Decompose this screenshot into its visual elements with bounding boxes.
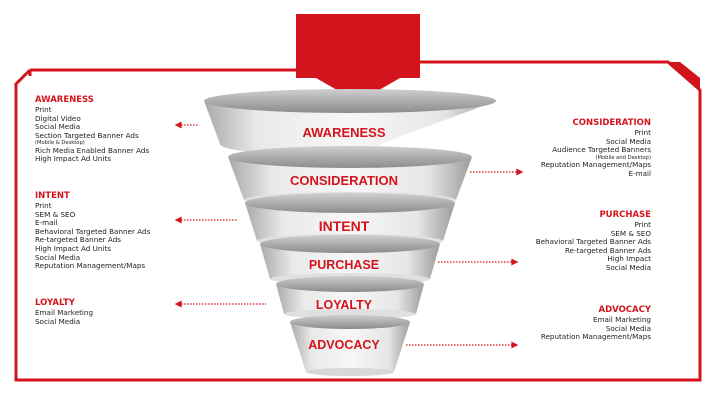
list-item: Social Media xyxy=(605,136,651,146)
list-item: Re-targeted Banner Ads xyxy=(35,235,122,245)
list-item: Digital Video xyxy=(35,113,81,123)
list-item: E-mail xyxy=(35,218,58,228)
list-item: Social Media xyxy=(35,316,81,326)
funnel-label-intent: INTENT xyxy=(319,218,370,234)
list-item: SEM & SEO xyxy=(35,209,76,219)
arrow-loyalty xyxy=(174,300,266,308)
list-item: Section Targeted Banner Ads xyxy=(35,130,139,140)
consideration-heading: CONSIDERATION xyxy=(572,118,652,128)
consideration-list: CONSIDERATION Print Social Media Audienc… xyxy=(541,118,651,178)
arrow-awareness xyxy=(174,121,198,129)
advocacy-heading: ADVOCACY xyxy=(598,305,652,315)
arrow-purchase xyxy=(438,258,519,266)
list-item: Print xyxy=(35,105,52,114)
list-item: Social Media xyxy=(35,252,81,262)
list-item: Rich Media Enabled Banner Ads xyxy=(35,145,150,155)
loyalty-list: LOYALTY Email Marketing Social Media xyxy=(35,298,93,326)
list-item: Reputation Management/Maps xyxy=(540,159,651,169)
arrow-consideration xyxy=(470,168,524,176)
list-item: (Mobile and Desktop) xyxy=(595,154,651,161)
list-item: Reputation Management/Maps xyxy=(35,261,146,271)
list-item: Print xyxy=(634,128,651,137)
list-item: Print xyxy=(634,220,651,229)
loyalty-heading: LOYALTY xyxy=(35,298,75,308)
arrow-advocacy xyxy=(406,341,519,349)
list-item: High Impact Ad Units xyxy=(35,243,111,253)
list-item: Behavioral Targeted Banner Ads xyxy=(535,237,651,247)
list-item: Reputation Management/Maps xyxy=(540,332,651,342)
funnel-label-loyalty: LOYALTY xyxy=(316,298,373,312)
frame-fold xyxy=(668,62,700,90)
list-item: Email Marketing xyxy=(35,308,94,317)
funnel-label-purchase: PURCHASE xyxy=(309,258,379,272)
funnel-tier-awareness xyxy=(204,89,496,154)
purchase-list: PURCHASE Print SEM & SEO Behavioral Targ… xyxy=(536,210,651,273)
list-item: Social Media xyxy=(605,323,651,333)
list-item: High Impact xyxy=(607,254,651,264)
intent-heading: INTENT xyxy=(35,191,70,201)
list-item: Social Media xyxy=(605,262,651,272)
title-line-3: FUNNEL xyxy=(311,47,405,72)
list-item: (Mobile & Desktop) xyxy=(35,140,85,147)
purchase-heading: PURCHASE xyxy=(599,210,651,220)
advocacy-list: ADVOCACY Email Marketing Social Media Re… xyxy=(541,305,651,342)
list-item: E-mail xyxy=(628,168,651,178)
funnel-title: CONSUMER PURCHASE FUNNEL xyxy=(296,20,420,71)
funnel-tier-advocacy xyxy=(290,315,410,376)
list-item: Audience Targeted Banners xyxy=(552,145,651,155)
funnel-label-awareness: AWARENESS xyxy=(302,125,385,140)
list-item: Social Media xyxy=(35,122,81,132)
intent-list: INTENT Print SEM & SEO E-mail Behavioral… xyxy=(35,191,150,271)
title-line-2: PURCHASE xyxy=(319,33,397,49)
awareness-list: AWARENESS Print Digital Video Social Med… xyxy=(35,95,149,164)
funnel-label-advocacy: ADVOCACY xyxy=(308,338,380,352)
list-item: Re-targeted Banner Ads xyxy=(564,245,651,255)
list-item: SEM & SEO xyxy=(610,228,651,238)
awareness-heading: AWARENESS xyxy=(35,95,94,105)
list-item: Email Marketing xyxy=(592,315,651,324)
funnel-label-consideration: CONSIDERATION xyxy=(290,173,398,188)
title-line-1: CONSUMER xyxy=(317,19,399,35)
down-arrow xyxy=(296,14,420,102)
list-item: Print xyxy=(35,201,52,210)
list-item: High Impact Ad Units xyxy=(35,154,111,164)
arrow-intent xyxy=(174,216,237,224)
list-item: Behavioral Targeted Banner Ads xyxy=(35,226,151,236)
